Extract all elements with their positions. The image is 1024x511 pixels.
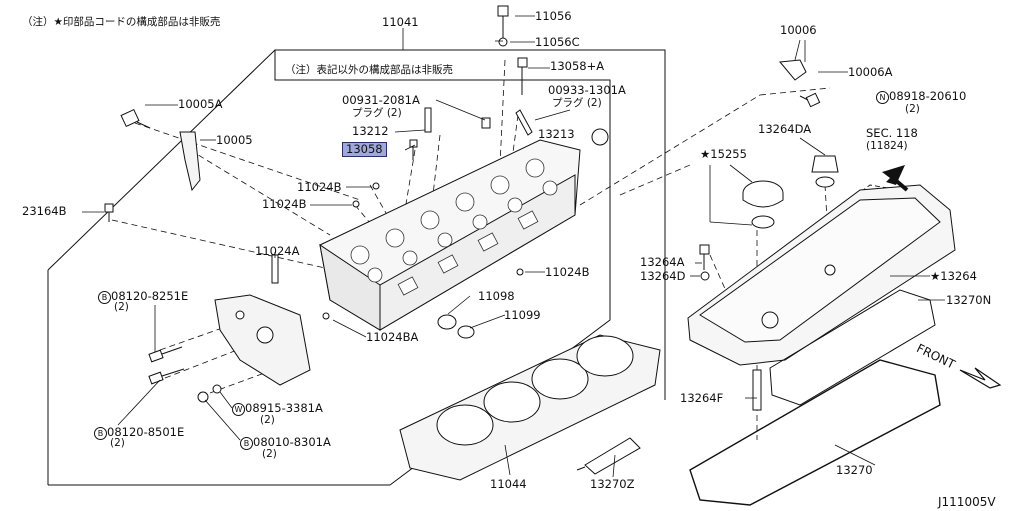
label-13264a: 13264A [640,255,685,269]
circle-n-icon: N [876,91,889,104]
label-08918-qty: (2) [905,103,920,115]
label-08010-qty: (2) [262,448,277,460]
label-00931-sub: プラグ (2) [352,107,402,119]
label-10005a: 10005A [178,97,223,111]
label-11099: 11099 [504,308,541,322]
label-23164b: 23164B [22,204,67,218]
label-11041: 11041 [382,15,419,29]
label-13212: 13212 [352,124,389,138]
circle-b-icon-2: B [94,427,107,440]
label-13058a: 13058+A [550,59,605,73]
sealant-tube [576,437,641,475]
label-11044: 11044 [490,477,527,491]
label-08120-8501e-qty: (2) [110,437,125,449]
label-sec118: SEC. 118 [866,126,918,140]
label-11024b-2: 11024B [262,197,307,211]
label-08915-qty: (2) [260,414,275,426]
label-13264: ★13264 [930,269,977,283]
label-13270z: 13270Z [590,477,635,491]
circle-b-icon-3: B [240,437,253,450]
note-top-left: （注）★印部品コードの構成部品は非販売 [22,16,221,28]
label-00933: 00933-1301A [548,83,626,97]
label-10005: 10005 [216,133,253,147]
circle-b-icon: B [98,291,111,304]
label-10006a: 10006A [848,65,893,79]
label-sec118-sub: (11824) [866,140,908,152]
label-08120-8251e-qty: (2) [114,301,129,313]
label-13264da: 13264DA [758,122,812,136]
circle-w-icon: W [232,403,245,416]
label-11056c: 11056C [535,35,580,49]
main-frame [47,49,666,400]
label-00933-sub: プラグ (2) [552,97,602,109]
oil-filler-cap [742,180,784,229]
front-bracket [214,294,311,386]
label-13213: 13213 [538,127,575,141]
label-11056: 11056 [535,9,572,23]
label-10006: 10006 [780,23,817,37]
label-13264f: 13264F [680,391,724,405]
label-11098: 11098 [478,289,515,303]
front-arrow-icon [959,367,1002,389]
diagram-code: J111005V [938,495,996,509]
label-11024b-3: 11024B [545,265,590,279]
label-15255: ★15255 [700,147,747,161]
label-13264d: 13264D [640,269,686,283]
label-11024a: 11024A [255,244,300,258]
label-13270n: 13270N [946,293,992,307]
valve-cover-gasket [689,359,941,506]
label-13270: 13270 [836,463,873,477]
label-00931: 00931-2081A [342,93,420,107]
label-13058-highlighted[interactable]: 13058 [342,142,387,157]
label-11024ba: 11024BA [366,330,419,344]
label-11024b-1: 11024B [297,180,342,194]
note-inner: （注）表記以外の構成部品は非販売 [285,64,453,76]
valve-cover [687,184,956,366]
bracket-10005 [179,131,201,192]
head-gasket [399,334,661,481]
sec-arrow-icon [882,165,905,185]
